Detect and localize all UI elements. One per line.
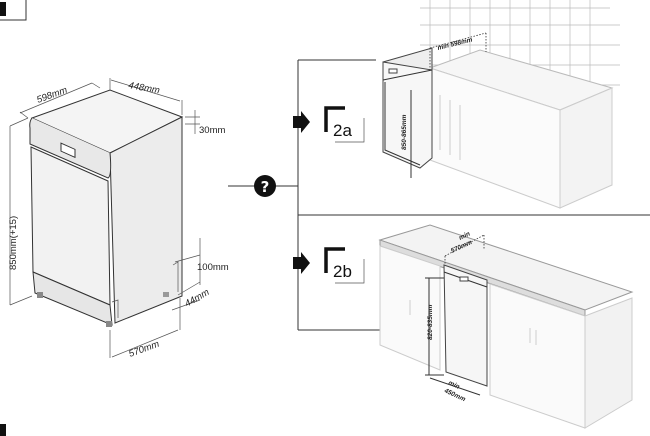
- dim-2a-width: min 598mm: [437, 36, 474, 51]
- freestanding-dishwasher: [29, 89, 184, 327]
- figure-tag-bottom: [0, 424, 6, 436]
- dim-depth: 448mm: [127, 80, 160, 96]
- option-2b-scene: min 570mm 820-835mm min 450mm: [378, 224, 634, 429]
- dim-plinth-depth: 44mm: [183, 287, 211, 310]
- question-circle-icon[interactable]: ?: [254, 175, 276, 197]
- dim-top: 30mm: [199, 125, 225, 136]
- option-2a-scene: min 598mm 850-865mm: [382, 0, 620, 209]
- dim-height: 850mm(+15): [8, 216, 19, 270]
- option-2b-label: 2b: [333, 262, 352, 281]
- arrow-right-icon: [293, 252, 310, 274]
- dim-bottom-depth: 570mm: [127, 339, 161, 360]
- option-2a-marker: 2a: [293, 106, 365, 143]
- dim-2b-height: 820-835mm: [427, 304, 434, 340]
- dim-plinth-height: 100mm: [197, 262, 229, 273]
- option-2a-label: 2a: [333, 121, 352, 140]
- dim-width: 598mm: [35, 85, 69, 106]
- option-2b-marker: 2b: [293, 247, 365, 284]
- figure-tag: [0, 0, 27, 21]
- dim-2a-height: 850-865mm: [401, 114, 408, 150]
- arrow-right-icon: [293, 111, 310, 133]
- svg-text:?: ?: [261, 178, 270, 196]
- dim-2b-depth-min: min: [458, 231, 471, 242]
- dim-2b-width-min: min: [447, 379, 460, 390]
